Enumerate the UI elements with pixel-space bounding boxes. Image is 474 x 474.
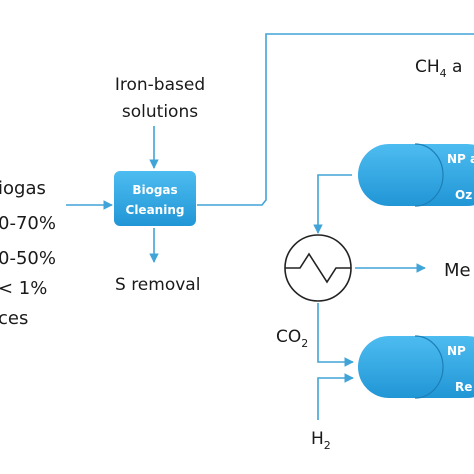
h2-flow-line [317, 373, 354, 420]
co2-label: CO2 [276, 327, 308, 350]
s-removal-label: S removal [115, 275, 200, 295]
h2-label: H2 [311, 429, 331, 452]
reactor-top-line1: NP a [447, 152, 474, 166]
composition-line-1: 0-70% [0, 213, 56, 234]
reactor-top: NP a Oz [358, 143, 474, 207]
iron-label-line1: Iron-based [115, 75, 205, 95]
biogas-title: iogas [0, 178, 46, 199]
cleaning-line2: Cleaning [126, 203, 185, 217]
co2-flow-line [317, 303, 354, 367]
ch4-flow-line [197, 33, 474, 206]
cleaning-line1: Biogas [132, 183, 177, 197]
biogas-cleaning-box: Biogas Cleaning [114, 171, 196, 226]
composition-line-3: < 1% [0, 278, 47, 299]
reactor-bottom: NP Re [358, 335, 474, 399]
methane-label: Me [444, 260, 471, 281]
reactor-top-line2: Oz [455, 188, 472, 202]
biogas-composition: iogas 0-70% 0-50% < 1% ces [0, 178, 56, 329]
heat-exchanger-icon [284, 234, 352, 302]
reactor-bottom-line1: NP [447, 344, 466, 358]
composition-line-2: 0-50% [0, 248, 56, 269]
reactor-top-return-line [313, 174, 352, 234]
composition-line-4: ces [0, 308, 28, 329]
iron-label-line2: solutions [122, 102, 198, 122]
reactor-bottom-line2: Re [455, 380, 472, 394]
ch4-label: CH4 a [415, 57, 462, 80]
